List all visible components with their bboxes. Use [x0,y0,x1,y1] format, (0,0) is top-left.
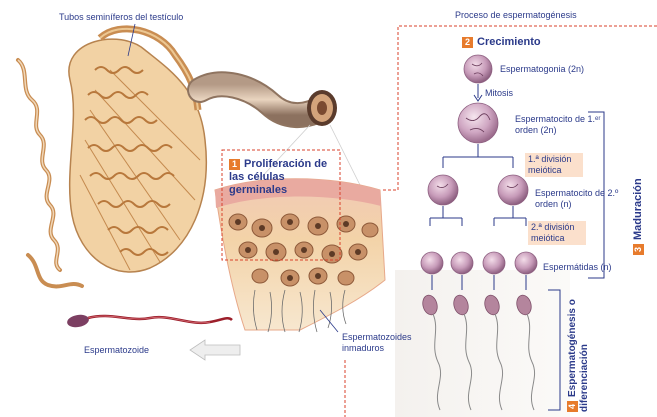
spermatid-cell [421,252,443,274]
stage4-text: Espermatogénesis o diferenciación [567,299,590,412]
secondary-spermatocyte-label: Espermatocito de 2.º orden (n) [535,188,621,210]
secondary-spermatocyte-cell [428,175,458,205]
primary-spermatocyte-label: Espermatocito de 1.ᵉʳ orden (2n) [515,114,607,136]
spermatids-label: Espermátidas (n) [543,262,612,273]
tubes-label: Tubos seminíferos del testículo [59,12,183,23]
stage2-number: 2 [462,37,473,48]
mitosis-label: Mitosis [485,88,513,99]
seminiferous-tube [200,84,337,126]
second-division-label: 2.ª división meiótica [528,221,586,245]
stage1-number: 1 [229,159,240,170]
first-division-label: 1.ª división meiótica [525,153,583,177]
stage1-text: Proliferación de las células germinales [229,158,327,196]
stage4-label: 4Espermatogénesis o diferenciación [567,287,591,412]
spermatogonia-label: Espermatogonia (2n) [500,64,584,75]
stage3-label: 3 Maduración [632,178,644,255]
stage3-text: Maduración [632,178,644,240]
spermatozoon [66,313,232,329]
spermatid-cell [451,252,473,274]
stage3-number: 3 [633,244,644,255]
stage2-text: Crecimiento [477,36,541,48]
spermatid-cell [515,252,537,274]
process-title: Proceso de espermatogénesis [455,10,577,21]
secondary-spermatocyte-cell [498,175,528,205]
tissue-section [215,179,385,332]
spermatozoon-label: Espermatozoide [84,345,149,356]
spermatid-cell [483,252,505,274]
stage2-label: 2 Crecimiento [462,36,541,48]
primary-spermatocyte-cell [458,103,498,143]
immature-sperm-label: Espermatozoides inmaduros [342,332,432,354]
zoom-arrow [190,340,240,360]
spermatogonia-cell [464,55,492,83]
stage4-number: 4 [567,401,578,412]
testis-cross-section [69,29,206,272]
